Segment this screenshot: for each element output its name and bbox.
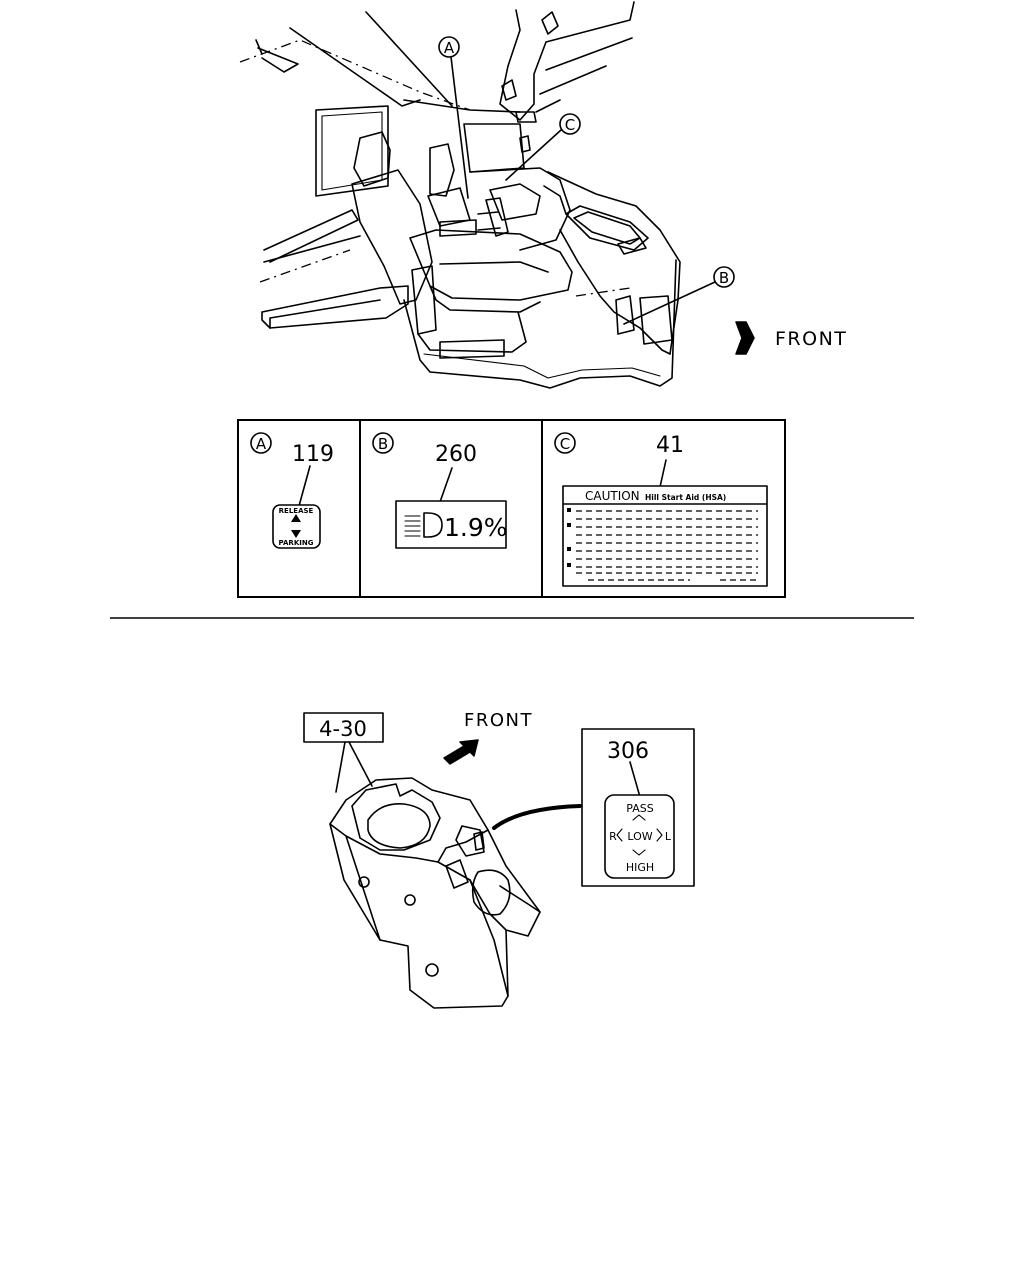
caution-text-lines bbox=[576, 510, 758, 581]
label-c-letter: C bbox=[560, 435, 570, 453]
label-a-letter: A bbox=[256, 435, 267, 453]
switch-label-pass: PASS bbox=[626, 802, 653, 815]
callout-a-leader bbox=[438, 36, 469, 199]
label-b-letter: B bbox=[378, 435, 388, 453]
switch-label-high: HIGH bbox=[626, 861, 654, 874]
stalk-switch-illustration bbox=[329, 777, 541, 1009]
switch-label-box bbox=[581, 728, 695, 887]
front-arrow-bottom-icon bbox=[443, 739, 479, 765]
ref-box-4-30 bbox=[303, 712, 384, 743]
label-b-part-number: 260 bbox=[435, 442, 477, 467]
label-b-value: 1.9% bbox=[444, 513, 508, 542]
switch-label-left: R bbox=[609, 830, 617, 843]
label-c-cell bbox=[554, 432, 768, 587]
switch-label-part-number: 306 bbox=[607, 739, 649, 764]
label-a-cell bbox=[250, 432, 321, 549]
headlight-level-icon bbox=[404, 512, 443, 538]
front-label-top: FRONT bbox=[775, 328, 847, 350]
front-arrow-icon bbox=[735, 321, 755, 355]
ref-box-leader bbox=[335, 741, 373, 793]
callout-c-leader bbox=[505, 113, 581, 181]
label-table bbox=[237, 419, 786, 598]
switch-label-right: L bbox=[665, 830, 672, 843]
label-b-cell bbox=[372, 432, 507, 549]
switch-leader bbox=[492, 804, 582, 830]
switch-label-low: LOW bbox=[627, 830, 652, 843]
callout-c-letter: C bbox=[565, 116, 575, 134]
cab-interior-illustration bbox=[239, 1, 681, 389]
label-c-part-number: 41 bbox=[656, 433, 684, 458]
label-c-header-sub: Hill Start Aid (HSA) bbox=[645, 493, 726, 502]
label-a-bottom-text: PARKING bbox=[279, 539, 314, 547]
callout-b-letter: B bbox=[719, 269, 729, 287]
callout-b-leader bbox=[623, 266, 735, 325]
label-c-header-main: CAUTION bbox=[585, 489, 640, 503]
caution-bullets bbox=[567, 508, 571, 567]
ref-box-text: 4-30 bbox=[319, 717, 367, 741]
front-label-bottom: FRONT bbox=[464, 710, 533, 731]
callout-a-letter: A bbox=[444, 39, 455, 57]
label-a-part-number: 119 bbox=[292, 442, 334, 467]
label-a-top-text: RELEASE bbox=[279, 507, 314, 515]
